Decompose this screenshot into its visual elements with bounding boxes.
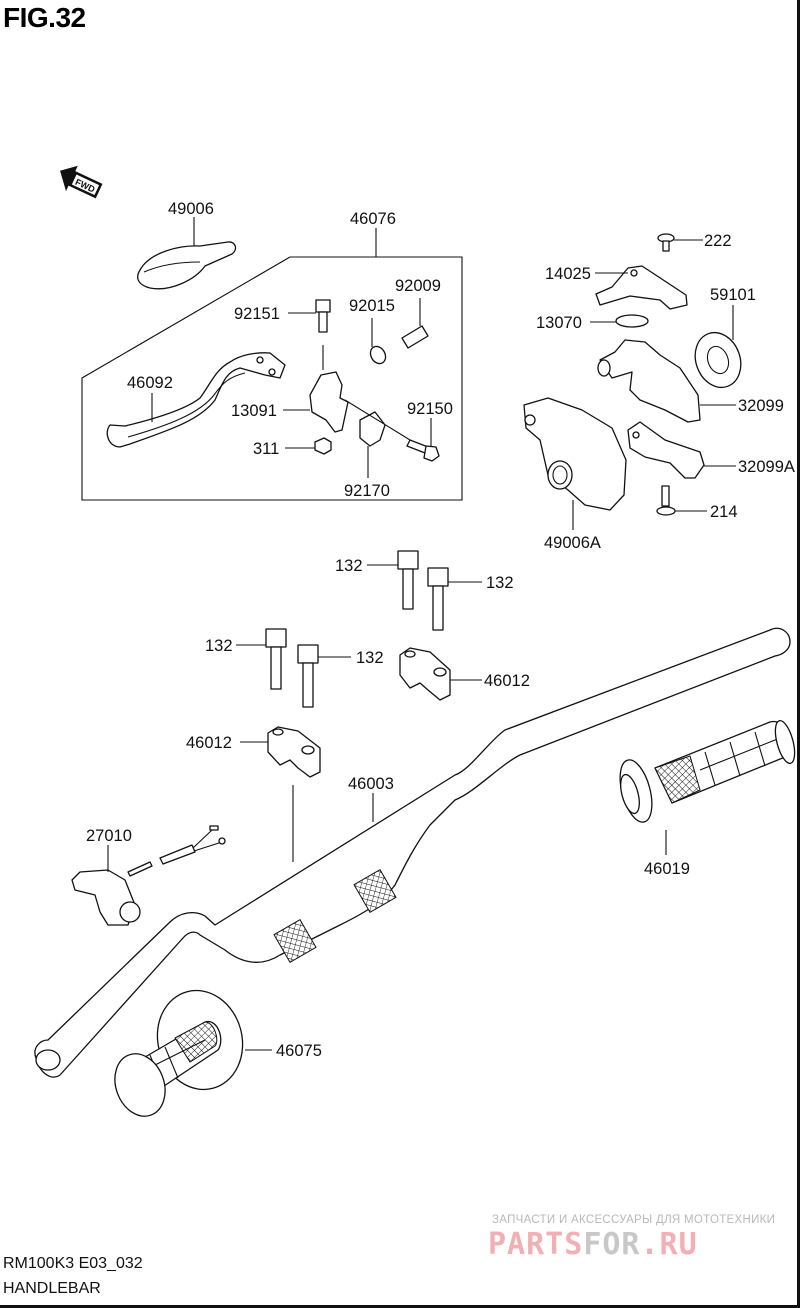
part-46012-handlebar-clamp-left[interactable] bbox=[240, 726, 321, 925]
watermark-logo-part2: FOR bbox=[583, 1227, 641, 1262]
watermark-logo-part3: .RU bbox=[640, 1227, 698, 1262]
part-132-clamp-bolt-3[interactable] bbox=[236, 628, 287, 690]
label-92015: 92015 bbox=[349, 297, 395, 315]
part-132-clamp-bolt-2[interactable] bbox=[427, 567, 482, 631]
label-49006A: 49006A bbox=[544, 534, 601, 552]
part-132-clamp-bolt-1[interactable] bbox=[367, 550, 419, 610]
label-214: 214 bbox=[710, 503, 738, 521]
label-46019: 46019 bbox=[644, 860, 690, 878]
watermark-tagline: ЗАПЧАСТИ И АКСЕССУАРЫ ДЛЯ МОТОТЕХНИКИ bbox=[492, 1214, 776, 1226]
label-132-c: 132 bbox=[205, 637, 233, 655]
part-46012-handlebar-clamp-right[interactable] bbox=[399, 647, 482, 701]
lever-assembly-box bbox=[81, 228, 463, 501]
model-code: RM100K3 E03_032 bbox=[3, 1255, 143, 1272]
label-27010: 27010 bbox=[86, 827, 132, 845]
section-name: HANDLEBAR bbox=[3, 1280, 101, 1297]
part-14025-throttle-cover[interactable] bbox=[595, 265, 688, 310]
part-222-cover-screw[interactable] bbox=[657, 233, 703, 252]
part-132-clamp-bolt-4[interactable] bbox=[297, 644, 351, 708]
part-214-case-screw[interactable] bbox=[656, 485, 707, 516]
label-92150: 92150 bbox=[407, 400, 453, 418]
label-132-a: 132 bbox=[335, 557, 363, 575]
part-46019-throttle-grip[interactable] bbox=[614, 719, 798, 855]
label-311: 311 bbox=[253, 440, 279, 458]
label-132-b: 132 bbox=[486, 574, 514, 592]
label-13091: 13091 bbox=[231, 402, 277, 420]
label-13070: 13070 bbox=[536, 314, 582, 332]
part-59101-throttle-pulley[interactable] bbox=[688, 305, 748, 394]
part-92015-adjuster-nut[interactable] bbox=[367, 318, 388, 366]
label-46075: 46075 bbox=[276, 1042, 322, 1060]
watermark-logo-part1: PARTS bbox=[488, 1227, 584, 1262]
label-222: 222 bbox=[704, 232, 732, 250]
part-46075-left-grip[interactable] bbox=[107, 981, 272, 1123]
fwd-arrow-icon: FWD bbox=[60, 165, 103, 199]
part-27010-engine-stop-switch[interactable] bbox=[71, 825, 226, 926]
label-46076: 46076 bbox=[350, 210, 396, 228]
label-46003: 46003 bbox=[348, 775, 394, 793]
label-32099A: 32099A bbox=[738, 458, 795, 476]
part-32099A-throttle-case-lower[interactable] bbox=[627, 421, 736, 479]
part-311-nut[interactable] bbox=[285, 437, 332, 455]
part-49006-lever-cover[interactable] bbox=[137, 217, 237, 290]
part-46003-handlebar[interactable] bbox=[34, 627, 791, 1078]
label-46012-right: 46012 bbox=[484, 672, 530, 690]
figure-title: FIG.32 bbox=[3, 2, 86, 33]
part-92170-holder-clamp[interactable] bbox=[344, 399, 411, 478]
label-92151: 92151 bbox=[234, 305, 280, 323]
label-46012-left: 46012 bbox=[186, 734, 232, 752]
label-14025: 14025 bbox=[545, 265, 591, 283]
label-59101: 59101 bbox=[710, 286, 756, 304]
part-92009-cable-adjuster[interactable] bbox=[401, 298, 429, 349]
part-13091-lever-holder[interactable] bbox=[283, 371, 349, 433]
label-92009: 92009 bbox=[395, 277, 441, 295]
label-132-d: 132 bbox=[356, 649, 384, 667]
part-49006A-throttle-boot[interactable] bbox=[523, 397, 627, 530]
watermark-logo: PARTSFOR.RU bbox=[488, 1227, 698, 1262]
label-32099: 32099 bbox=[738, 397, 784, 415]
label-49006: 49006 bbox=[168, 200, 214, 218]
label-46092: 46092 bbox=[127, 374, 173, 392]
part-92150-holder-bolt[interactable] bbox=[406, 418, 440, 462]
label-92170: 92170 bbox=[344, 482, 390, 500]
part-92151-adjuster-bolt[interactable] bbox=[288, 299, 331, 370]
part-32099-throttle-case-upper[interactable] bbox=[597, 339, 736, 423]
part-13070-cable-clip[interactable] bbox=[590, 314, 649, 328]
part-46092-clutch-lever[interactable] bbox=[106, 352, 286, 448]
